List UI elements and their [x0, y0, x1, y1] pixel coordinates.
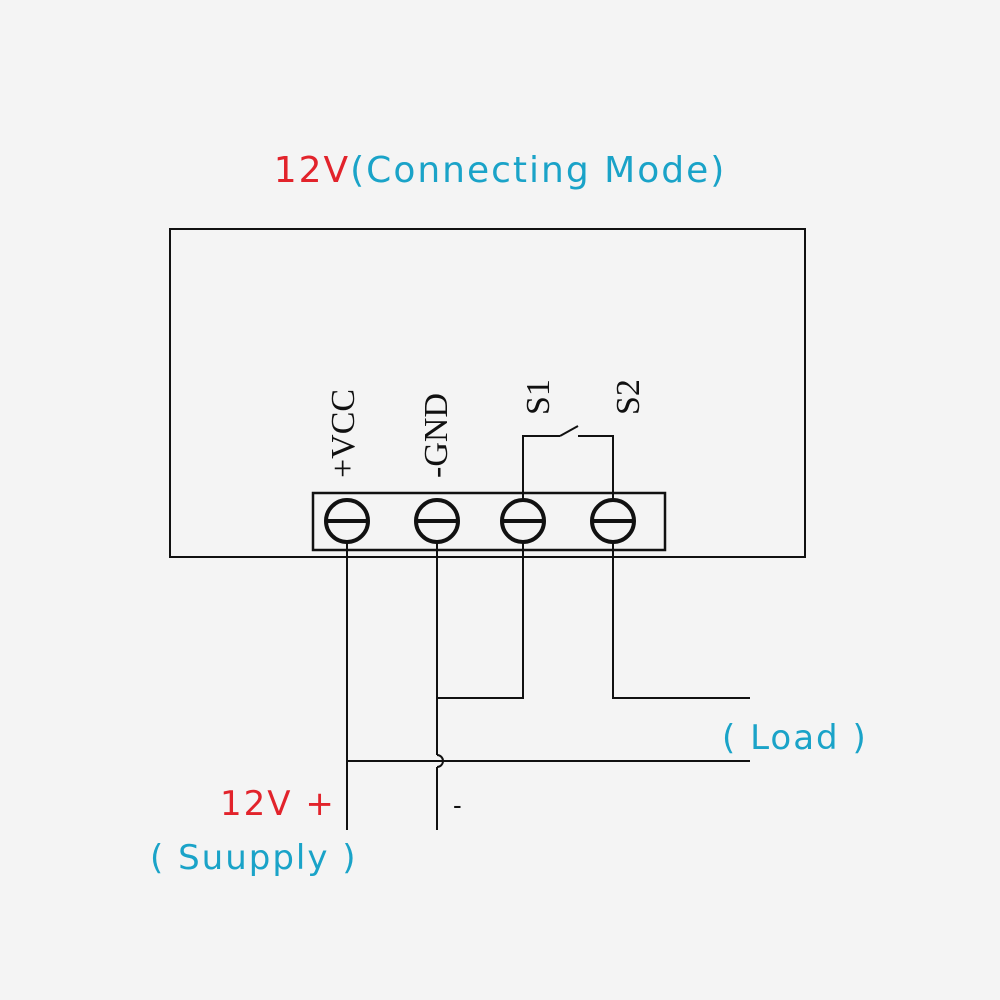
supply-voltage-label: 12V + — [220, 784, 336, 824]
diagram-title: 12V(Connecting Mode) — [0, 150, 1000, 191]
supply-minus-label: - — [453, 790, 462, 820]
supply-label: ( Suupply ) — [150, 838, 358, 878]
title-voltage: 12V — [273, 150, 351, 191]
terminal-label-vcc: +VCC — [325, 388, 362, 478]
load-label: ( Load ) — [722, 718, 868, 758]
switch-contact — [559, 425, 579, 437]
terminal-label-s2: S2 — [610, 379, 647, 415]
terminal-block — [311, 491, 667, 552]
wire-s1 — [437, 542, 524, 699]
switch-wire-s1 — [522, 435, 560, 500]
terminal-label-s1: S1 — [520, 379, 557, 415]
title-mode: (Connecting Mode) — [350, 150, 727, 191]
wire-s2-load — [612, 542, 750, 699]
terminal-label-gnd: -GND — [418, 393, 455, 478]
switch-wire-s2 — [578, 435, 614, 500]
module-box — [169, 228, 806, 558]
